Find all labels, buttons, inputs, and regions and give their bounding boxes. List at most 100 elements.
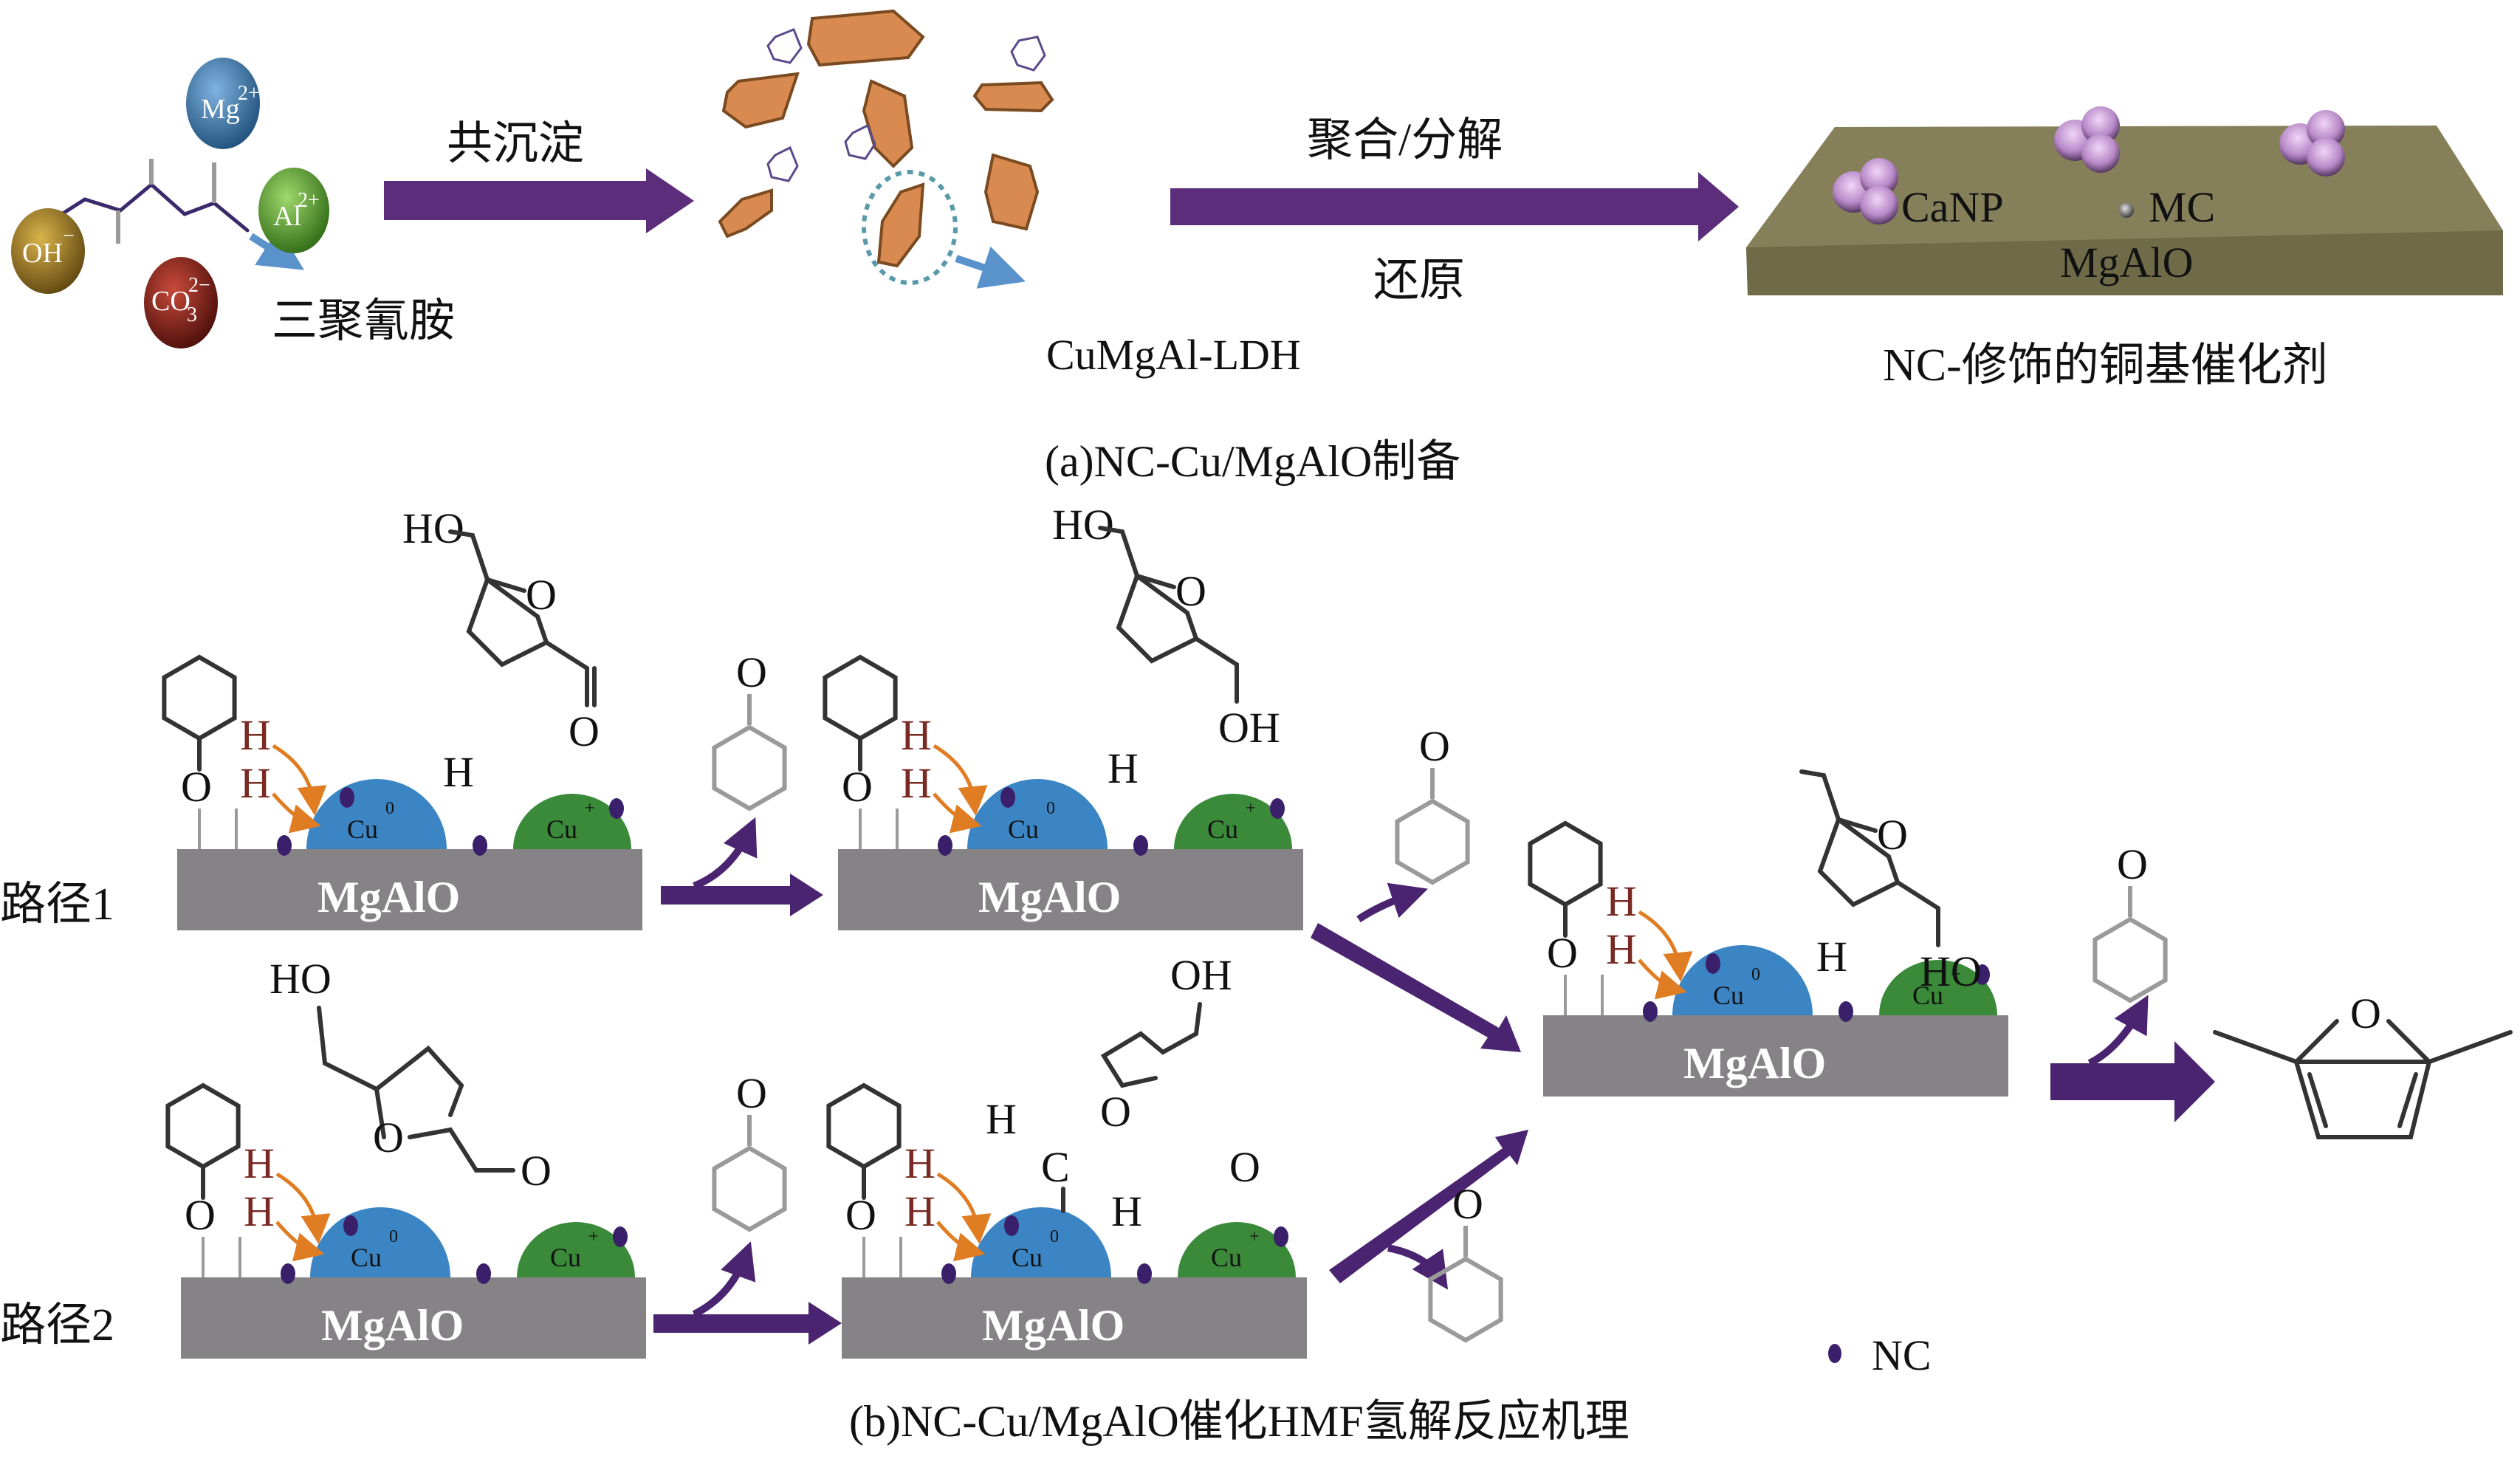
final-product-arrow	[2050, 1041, 2215, 1122]
mgalo-support	[181, 1277, 646, 1359]
atom-h: H	[1816, 933, 1847, 981]
nc-dot	[609, 798, 624, 819]
cuplus-label: Cu	[1211, 1243, 1242, 1272]
melamine-chain	[42, 159, 304, 270]
cuplus-sup: +	[1249, 1227, 1260, 1246]
nc-dot	[1137, 1263, 1152, 1284]
cyclohexanone-ring-icon	[1395, 798, 1470, 885]
mc-particle	[2119, 203, 2134, 218]
nc-dot	[340, 787, 354, 808]
canp-label: CaNP	[1901, 183, 2004, 231]
h-transfer-arrow	[933, 792, 982, 834]
nc-dot	[1270, 798, 1285, 819]
hydrogen-label: H	[1606, 877, 1637, 925]
atom-label: O	[569, 707, 600, 755]
hydrogen-label: H	[244, 1187, 275, 1235]
hydrogen-label: H	[904, 1187, 935, 1235]
cu0-label: Cu	[351, 1243, 382, 1272]
atom-label: HO	[1920, 947, 1982, 995]
route2-converge-arrow	[1329, 1130, 1528, 1283]
nc-legend: NC	[1828, 1331, 1932, 1379]
cu0-label: Cu	[1008, 814, 1039, 844]
nc-dot	[281, 1263, 295, 1284]
ion-al: Al 2+	[258, 168, 329, 253]
svg-text:2+: 2+	[298, 189, 320, 212]
ldh-pointer-arrow	[955, 246, 1026, 289]
bond	[374, 1087, 386, 1139]
mgalo-label: MgAlO	[978, 873, 1121, 922]
cuplus-sup: +	[1246, 799, 1256, 818]
coprecipitation-label: 共沉淀	[447, 119, 584, 169]
reduction-label: 还原	[1373, 255, 1465, 306]
h-transfer-arrow	[1638, 958, 1687, 1000]
ion-co3-label: CO	[151, 286, 190, 317]
ketone-route1-1: O	[712, 648, 787, 811]
ketone-route2-2: O	[1428, 1180, 1503, 1343]
atom-o: O	[1547, 929, 1578, 977]
atom-h: H	[1111, 1187, 1142, 1235]
cyclohexanol-ring-icon	[826, 1082, 902, 1170]
atom-o: O	[185, 1191, 216, 1239]
mgalo-support	[838, 849, 1303, 930]
h-transfer-arrow	[936, 1172, 992, 1244]
bond	[1194, 636, 1239, 704]
svg-text:O: O	[2350, 989, 2381, 1037]
cu0-sup: 0	[1046, 799, 1055, 818]
atom-o: O	[736, 1069, 767, 1117]
atom-c: C	[1041, 1143, 1070, 1191]
atom-label: OH	[1218, 704, 1280, 752]
mgalo-support	[1543, 1015, 2008, 1096]
mgalo-label: MgAlO	[1683, 1039, 1826, 1088]
h-transfer-arrow	[1638, 910, 1693, 982]
svg-text:3: 3	[187, 303, 197, 326]
ion-oh: OH −	[11, 208, 85, 294]
cu0-sup: 0	[1050, 1227, 1059, 1246]
atom-o: O	[1100, 1088, 1131, 1136]
ion-co3: CO 3 2−	[144, 257, 218, 349]
furan-ring-icon	[466, 576, 549, 667]
cuplus-particle	[1174, 794, 1292, 849]
bond	[408, 1127, 515, 1173]
panel-b: 路径1 路径2 MgAlOOHHCu0Cu+MgAlOOHHCu0Cu+MgAl…	[0, 501, 2513, 1446]
nc-dot	[476, 1263, 491, 1284]
route-2-label: 路径2	[0, 1300, 114, 1351]
cyclohexanol-ring-icon	[1528, 820, 1603, 907]
atom-o: O	[521, 1147, 552, 1195]
atom-o: O	[845, 1191, 876, 1239]
route1-arrow-1	[661, 874, 823, 916]
ion-oh-label: OH	[22, 238, 63, 269]
bond	[1799, 769, 1878, 833]
nc-dot	[938, 835, 952, 856]
cyclohexanol-ring-icon	[823, 654, 898, 741]
mc-label: MC	[2149, 183, 2215, 231]
atom-oh: OH	[1170, 951, 1232, 999]
hydrogen-label: H	[901, 711, 932, 759]
panel-b-caption: (b)NC-Cu/MgAlO催化HMF氢解反应机理	[849, 1397, 1630, 1446]
ion-mg: Mg 2+	[186, 58, 260, 149]
nc-dot	[343, 1215, 358, 1236]
furan-ring-icon	[317, 1006, 464, 1117]
svg-text:2−: 2−	[188, 274, 210, 297]
nc-dot	[1004, 1215, 1019, 1236]
plate-support-label: MgAlO	[2060, 238, 2193, 286]
cuplus-particle	[1879, 960, 1997, 1015]
atom-o: O	[1419, 722, 1450, 770]
bond	[1098, 526, 1176, 589]
atom-h: H	[986, 1095, 1017, 1143]
nc-dot	[1133, 835, 1148, 856]
cuplus-label: Cu	[546, 814, 577, 844]
cuplus-particle	[513, 794, 631, 849]
cuplus-particle	[1178, 1222, 1296, 1277]
atom-o: O	[373, 1113, 404, 1161]
nc-dot	[473, 835, 487, 856]
cyclohexanol-ring-icon	[165, 1082, 241, 1170]
panel-a-caption: (a)NC-Cu/MgAlO制备	[1045, 437, 1460, 486]
mgalo-label: MgAlO	[317, 873, 460, 922]
cu0-label: Cu	[1012, 1243, 1043, 1272]
ketone-route2-1: O	[712, 1069, 787, 1232]
